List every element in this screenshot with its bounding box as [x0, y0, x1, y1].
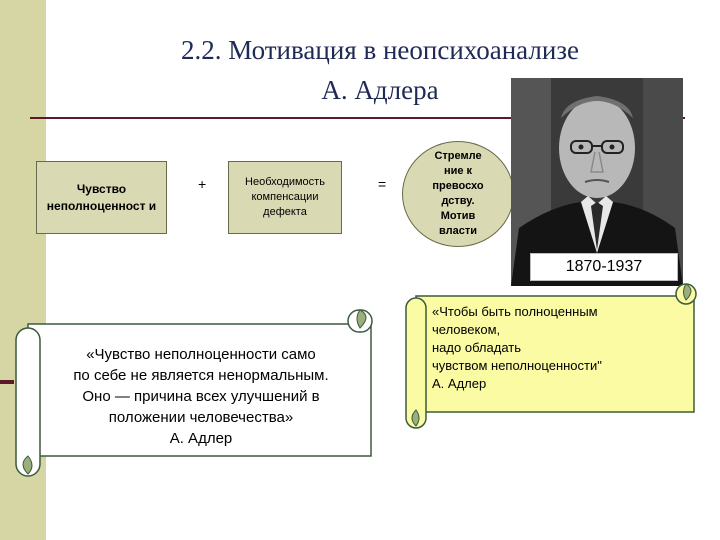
superiority-striving-label: Стремле ние к превосхо дству. Мотив влас… — [432, 150, 484, 237]
slide-title: 2.2. Мотивация в неопсихоанализе А. Адле… — [60, 30, 700, 110]
quote-scroll-right — [405, 283, 697, 429]
plus-sign: + — [198, 176, 207, 192]
equals-sign: = — [378, 176, 387, 192]
quote-scroll-left — [15, 309, 373, 477]
adler-portrait — [511, 78, 683, 286]
stripe-accent — [0, 380, 14, 384]
title-divider — [30, 117, 685, 119]
quote-left-line-2: по себе не является ненормальным. — [73, 367, 329, 384]
title-line-2: А. Адлера — [321, 75, 439, 105]
inferiority-feeling-label: Чувство неполноценност и — [46, 181, 157, 213]
quote-right-text: «Чтобы быть полноценным человеком, надо … — [432, 304, 602, 391]
quote-left-author: А. Адлер — [169, 430, 233, 447]
quote-left-line-1: «Чувство неполноценности само — [86, 346, 316, 363]
compensation-need-label: Необходимость компенсации дефекта — [245, 176, 325, 218]
quote-left-text: «Чувство неполноценности само по себе не… — [44, 344, 358, 449]
superiority-striving-ellipse: Стремле ние к превосхо дству. Мотив влас… — [402, 141, 514, 247]
lifespan-label: 1870-1937 — [530, 253, 678, 281]
title-line-1: 2.2. Мотивация в неопсихоанализе — [181, 35, 579, 65]
compensation-need-box: Необходимость компенсации дефекта — [228, 161, 342, 234]
inferiority-feeling-box: Чувство неполноценност и — [36, 161, 167, 234]
quote-left-line-4: положении человечества» — [108, 409, 294, 426]
quote-left-line-3: Оно — причина всех улучшений в — [82, 388, 320, 405]
